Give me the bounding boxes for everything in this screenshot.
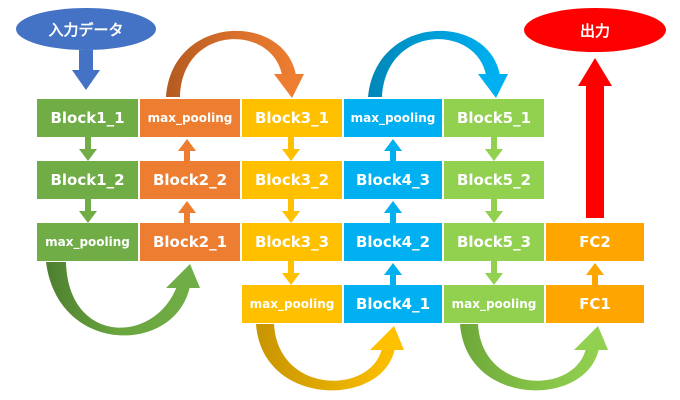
block3-2-box: Block3_2 (242, 161, 342, 199)
block2-1-box: Block2_1 (140, 223, 240, 261)
block2-1-label: Block2_1 (152, 233, 228, 251)
block3-3-box: Block3_3 (242, 223, 342, 261)
arrow-b4-2-to-b4-3 (384, 201, 402, 225)
curve-mp5-to-fc1 (460, 324, 608, 391)
block5-3-label: Block5_3 (456, 233, 532, 251)
block4-3-label: Block4_3 (355, 171, 431, 189)
curve-b4-to-b5 (368, 30, 508, 98)
block2-2-box: Block2_2 (140, 161, 240, 199)
arrow-b5-1-to-b5-2 (485, 137, 503, 161)
block4-1-label: Block4_1 (355, 295, 431, 313)
max-pooling-3-label: max_pooling (249, 297, 335, 311)
arrow-b2-2-to-mp2 (178, 139, 196, 163)
max-pooling-1-label: max_pooling (45, 235, 130, 249)
block3-3-label: Block3_3 (254, 233, 330, 251)
block3-1-label: Block3_1 (254, 109, 330, 127)
curve-mp1-to-b2-1 (46, 262, 200, 336)
output-node: 出力 (524, 8, 666, 52)
block4-2-label: Block4_2 (355, 233, 431, 251)
arrow-fc1-to-fc2 (586, 263, 604, 287)
arrow-b1-1-to-b1-2 (79, 137, 97, 161)
arrow-b5-3-to-mp5 (485, 261, 503, 285)
fc1-box: FC1 (546, 285, 644, 323)
block3-1-box: Block3_1 (242, 99, 342, 137)
block3-2-label: Block3_2 (254, 171, 330, 189)
block4-2-box: Block4_2 (344, 223, 442, 261)
fc2-box: FC2 (546, 223, 644, 261)
block5-2-box: Block5_2 (444, 161, 544, 199)
output-label: 出力 (579, 21, 610, 40)
arrow-b4-3-to-mp4 (384, 139, 402, 163)
block1-2-label: Block1_2 (50, 171, 125, 189)
block2-2-label: Block2_2 (152, 171, 228, 189)
max-pooling-3-box: max_pooling (242, 285, 342, 323)
max-pooling-5-label: max_pooling (451, 297, 537, 311)
block5-2-label: Block5_2 (456, 171, 532, 189)
arrow-b1-2-to-mp1 (79, 199, 97, 223)
max-pooling-1-box: max_pooling (37, 223, 138, 261)
block4-3-box: Block4_3 (344, 161, 442, 199)
fc2-label: FC2 (579, 233, 611, 251)
block5-1-label: Block5_1 (456, 109, 532, 127)
output-arrow (578, 58, 612, 218)
input-arrow (72, 50, 100, 90)
arrow-b3-3-to-mp3 (282, 261, 300, 285)
block1-1-box: Block1_1 (37, 99, 138, 137)
max-pooling-5-box: max_pooling (444, 285, 544, 323)
fc1-label: FC1 (579, 295, 611, 313)
block5-3-box: Block5_3 (444, 223, 544, 261)
input-data-node: 入力データ (16, 8, 156, 50)
arrow-b3-1-to-b3-2 (282, 137, 300, 161)
max-pooling-2-label: max_pooling (147, 111, 233, 125)
input-data-label: 入力データ (48, 20, 124, 39)
arrow-b4-1-to-b4-2 (384, 263, 402, 287)
curve-mp3-to-b4-1 (256, 324, 404, 391)
arrow-b2-1-to-b2-2 (178, 201, 196, 225)
max-pooling-4-box: max_pooling (344, 99, 442, 137)
arrow-b3-2-to-b3-3 (282, 199, 300, 223)
block1-2-box: Block1_2 (37, 161, 138, 199)
block5-1-box: Block5_1 (444, 99, 544, 137)
arrow-b5-2-to-b5-3 (485, 199, 503, 223)
curve-b2-to-b3 (166, 30, 304, 98)
block1-1-label: Block1_1 (50, 109, 125, 127)
max-pooling-4-label: max_pooling (350, 111, 436, 125)
max-pooling-2-box: max_pooling (140, 99, 240, 137)
block4-1-box: Block4_1 (344, 285, 442, 323)
